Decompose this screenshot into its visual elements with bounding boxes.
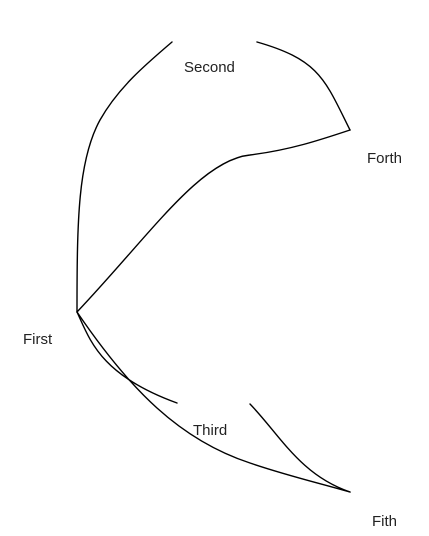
edge-first-forth [76,129,351,313]
node-label-first: First [23,331,53,348]
node-labels: Second Forth First Third Fith [23,59,402,530]
node-label-second: Second [184,59,235,76]
node-label-forth: Forth [367,150,402,167]
node-label-fith: Fith [372,513,397,530]
edges [76,41,351,493]
edge-first-second [76,41,173,313]
edge-first-fith [76,311,351,493]
edge-third-fith [249,403,351,493]
node-label-third: Third [193,422,227,439]
edge-second-forth [256,41,351,131]
edge-first-third [76,311,178,404]
